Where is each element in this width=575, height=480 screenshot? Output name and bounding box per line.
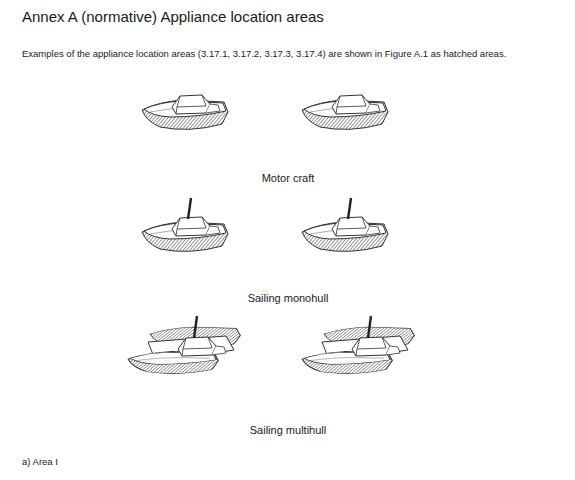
- intro-text: Examples of the appliance location areas…: [22, 48, 552, 59]
- monohull-right: [302, 198, 388, 251]
- multihull-left: [128, 316, 240, 374]
- group-label: Sailing monohull: [248, 292, 329, 305]
- motor-craft-left: [142, 95, 228, 129]
- group-label: Motor craft: [262, 172, 315, 185]
- motor-craft-right: [302, 95, 388, 129]
- monohull-left: [142, 198, 228, 251]
- annex-title: Annex A (normative) Appliance location a…: [22, 8, 562, 26]
- figure-part-label: a) Area I: [22, 456, 58, 467]
- multihull-right: [302, 316, 414, 374]
- group-label: Sailing multihull: [250, 424, 326, 437]
